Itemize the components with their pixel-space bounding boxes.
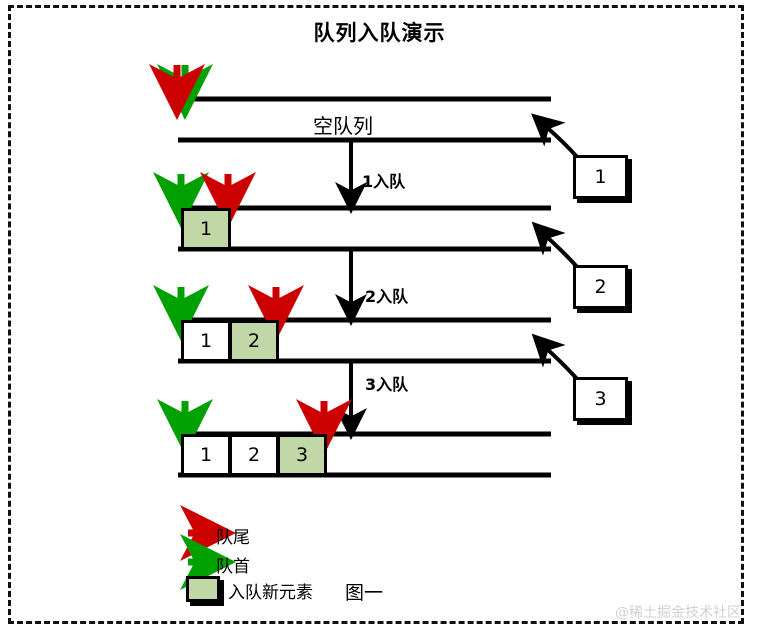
step-label-2: 2入队 bbox=[365, 287, 409, 306]
step-label-3: 3入队 bbox=[365, 375, 409, 394]
enqueue-curve-2 bbox=[531, 221, 580, 270]
legend-label-new-element: 入队新元素 bbox=[228, 583, 313, 603]
queue-cell: 1 bbox=[181, 208, 231, 250]
queue-rail-row-empty bbox=[178, 96, 551, 143]
diagram-border bbox=[8, 5, 744, 624]
incoming-element-box: 1 bbox=[573, 155, 628, 199]
step-label-1: 1入队 bbox=[362, 172, 406, 191]
empty-queue-label: 空队列 bbox=[313, 114, 373, 138]
figure-label: 图一 bbox=[345, 582, 384, 604]
legend-label-head: 队首 bbox=[216, 557, 250, 577]
enqueue-curve-1 bbox=[531, 113, 580, 160]
page-title: 队列入队演示 bbox=[313, 21, 446, 45]
queue-cell: 2 bbox=[229, 320, 279, 362]
queue-cell: 2 bbox=[229, 434, 279, 476]
watermark: @稀土掘金技术社区 bbox=[615, 605, 741, 621]
green-box-icon bbox=[186, 576, 220, 602]
queue-rail-row-one bbox=[178, 205, 551, 252]
queue-cell: 3 bbox=[277, 434, 327, 476]
legend-label-tail: 队尾 bbox=[216, 528, 250, 548]
enqueue-curve-3 bbox=[531, 333, 580, 382]
queue-cell: 1 bbox=[181, 434, 231, 476]
queue-cell: 1 bbox=[181, 320, 231, 362]
incoming-element-box: 3 bbox=[573, 377, 628, 421]
incoming-element-box: 2 bbox=[573, 265, 628, 309]
